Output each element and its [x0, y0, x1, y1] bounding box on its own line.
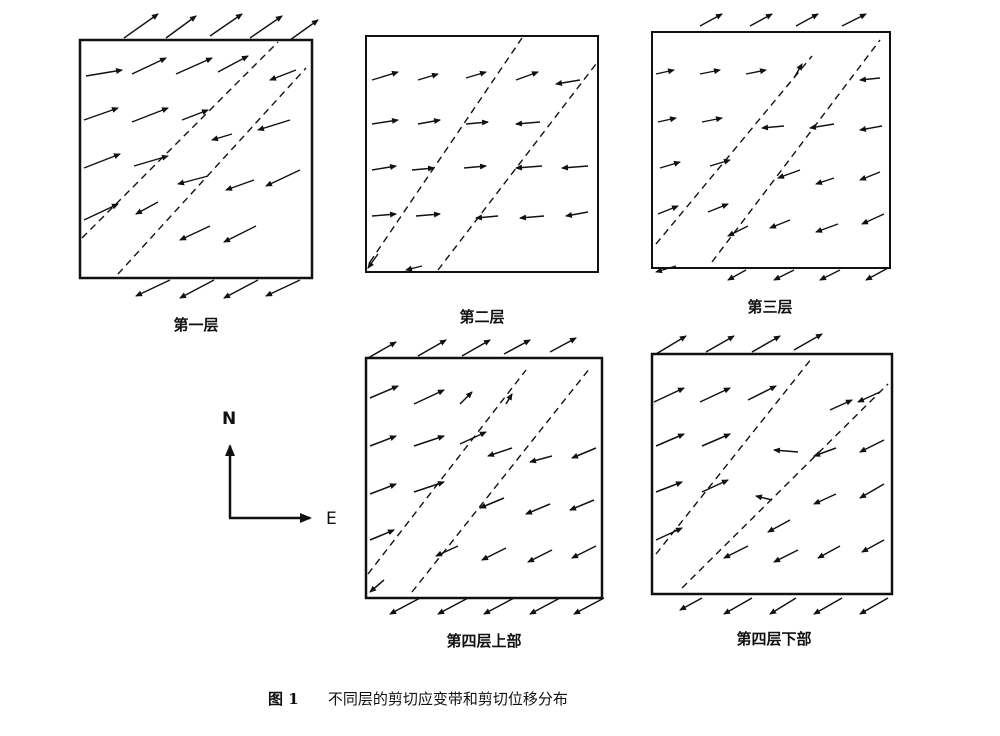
- panel-label: 第三层: [747, 298, 792, 316]
- panel-layer-4-upper: 第四层上部: [364, 337, 605, 650]
- figure-number: 图 1: [268, 690, 299, 708]
- displacement-arrows: [83, 13, 319, 299]
- shear-band-lines: [367, 367, 591, 593]
- panel-frame: [651, 31, 891, 269]
- compass-east-label: E: [326, 509, 337, 529]
- compass-north-label: N: [222, 409, 236, 429]
- panel-label: 第二层: [459, 308, 504, 326]
- displacement-arrows: [367, 70, 589, 272]
- panel-label: 第一层: [173, 316, 218, 334]
- panel-layer-4-lower: 第四层下部: [650, 333, 894, 648]
- panel-layer-3: 第三层: [651, 13, 891, 316]
- panel-layer-2: 第二层: [365, 35, 599, 326]
- panel-label: 第四层上部: [446, 632, 521, 650]
- compass: N E: [222, 409, 337, 529]
- panel-layer-1: 第一层: [78, 13, 319, 334]
- figure-caption: 图 1 不同层的剪切应变带和剪切位移分布: [268, 688, 568, 709]
- panel-frame: [650, 352, 894, 596]
- panel-label: 第四层下部: [736, 630, 811, 648]
- shear-band-lines: [369, 37, 597, 271]
- panel-frame: [365, 35, 599, 273]
- panel-frame: [78, 38, 314, 280]
- figure-caption-text: 不同层的剪切应变带和剪切位移分布: [327, 690, 568, 708]
- displacement-arrows: [367, 337, 605, 615]
- shear-band-lines: [655, 357, 889, 589]
- panel-frame: [364, 356, 604, 600]
- displacement-arrows: [653, 333, 889, 615]
- shear-band-lines: [655, 39, 881, 263]
- shear-band-lines: [81, 41, 307, 275]
- displacement-arrows: [655, 13, 889, 281]
